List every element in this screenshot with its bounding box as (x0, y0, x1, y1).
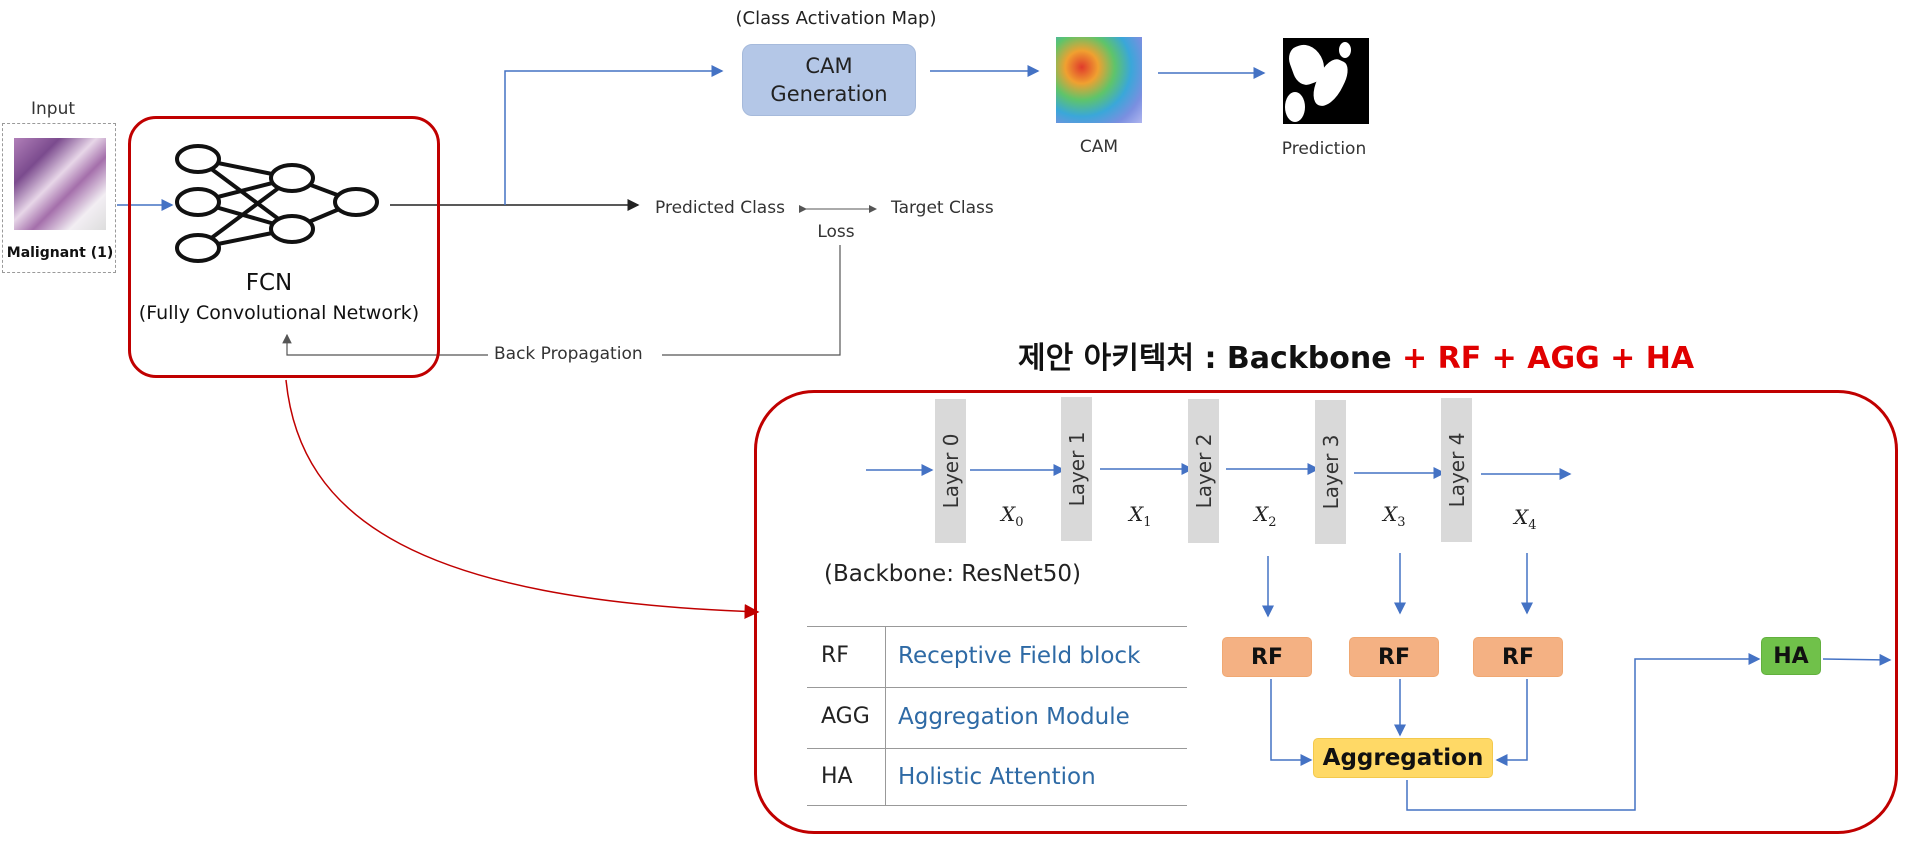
title-main: 제안 아키텍처 : Backbone (1018, 341, 1392, 376)
legend-abbr-agg: AGG (821, 704, 870, 729)
prediction-mask-image (1283, 38, 1369, 124)
backbone-note: (Backbone: ResNet50) (824, 561, 1081, 587)
layer-4-box: Layer 4 (1441, 398, 1472, 542)
prediction-label: Prediction (1281, 139, 1367, 159)
loss-line (662, 245, 841, 356)
legend-desc-ha: Holistic Attention (898, 764, 1096, 790)
target-class-label: Target Class (891, 198, 994, 218)
arrow-fcn-to-cam-generation (504, 65, 724, 205)
fcn-full-name: (Fully Convolutional Network) (138, 302, 420, 324)
rf-block-3: RF (1473, 637, 1563, 677)
predicted-class-label: Predicted Class (655, 198, 785, 218)
architecture-frame (754, 390, 1898, 834)
x4-label: X4 (1514, 505, 1537, 533)
layer-1-label: Layer 1 (1064, 431, 1089, 507)
layer-0-label: Layer 0 (938, 433, 963, 509)
legend-abbr-rf: RF (821, 643, 849, 668)
layer-1-box: Layer 1 (1061, 397, 1092, 541)
loss-label: Loss (817, 222, 855, 242)
cam-generation-label: CAM Generation (770, 54, 888, 106)
layer-2-label: Layer 2 (1191, 433, 1216, 509)
cam-caption: (Class Activation Map) (735, 8, 937, 29)
legend-abbr-ha: HA (821, 764, 853, 789)
cam-generation-box: CAM Generation (742, 44, 916, 116)
title-accent: + RF + AGG + HA (1402, 341, 1695, 376)
rf-block-2: RF (1349, 637, 1439, 677)
layer-2-box: Layer 2 (1188, 399, 1219, 543)
architecture-title: 제안 아키텍처 : Backbone + RF + AGG + HA (1018, 333, 1694, 377)
cam-heatmap-image (1056, 37, 1142, 123)
legend-desc-agg: Aggregation Module (898, 704, 1130, 730)
fcn-name: FCN (245, 270, 293, 296)
ha-block: HA (1761, 637, 1821, 675)
histology-image (14, 138, 106, 230)
legend-desc-rf: Receptive Field block (898, 643, 1141, 669)
input-frame (2, 123, 116, 273)
back-propagation-label: Back Propagation (494, 344, 643, 364)
input-title: Input (30, 99, 76, 119)
aggregation-block: Aggregation (1313, 738, 1493, 778)
x1-label: X1 (1129, 502, 1152, 530)
layer-4-label: Layer 4 (1444, 432, 1469, 508)
rf-block-1: RF (1222, 637, 1312, 677)
red-link-curve (285, 379, 760, 620)
cam-label: CAM (1079, 137, 1119, 157)
layer-3-box: Layer 3 (1315, 400, 1346, 544)
fcn-frame (128, 116, 440, 378)
neural-network-icon (175, 144, 379, 263)
layer-3-label: Layer 3 (1318, 434, 1343, 510)
x2-label: X2 (1254, 502, 1277, 530)
input-caption: Malignant (1) (6, 245, 114, 261)
layer-0-box: Layer 0 (935, 399, 966, 543)
x3-label: X3 (1383, 502, 1406, 530)
x0-label: X0 (1001, 502, 1024, 530)
